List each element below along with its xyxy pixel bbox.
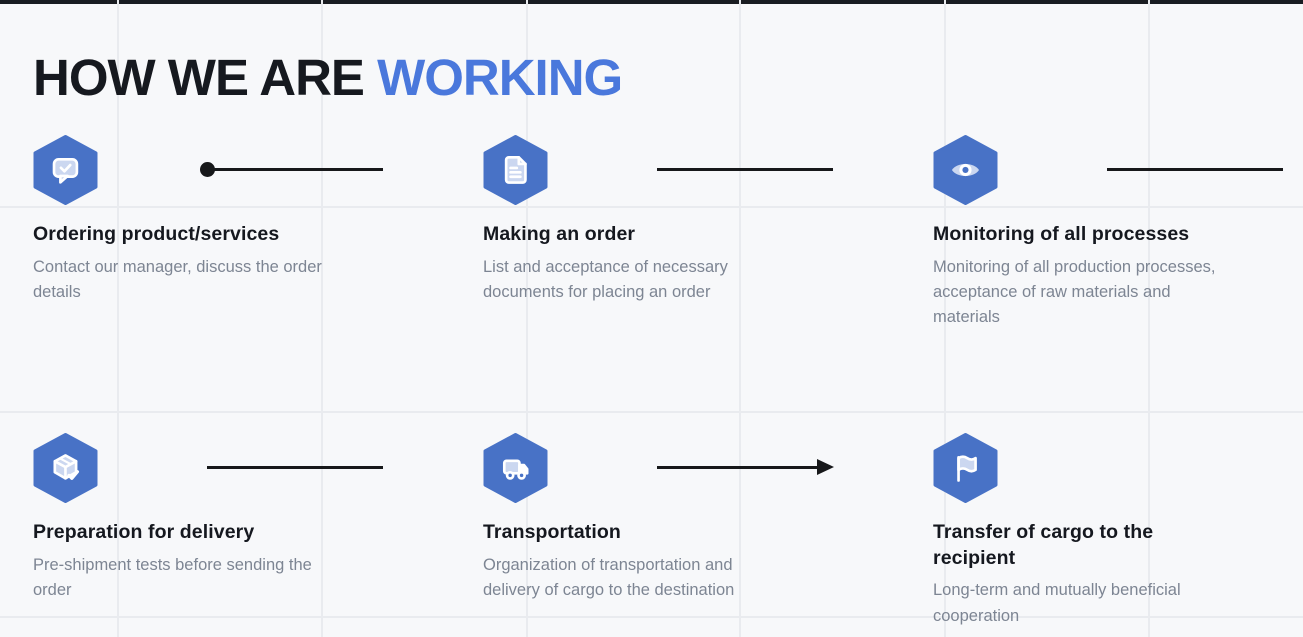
- step-preparation-for-delivery: Preparation for delivery Pre-shipment te…: [33, 433, 405, 603]
- step-ordering-product-services: Ordering product/services Contact our ma…: [33, 135, 405, 305]
- grid-vline: [117, 0, 119, 637]
- grid-vline: [739, 0, 741, 637]
- connector-line: [1107, 168, 1283, 171]
- step-description: Contact our manager, discuss the order d…: [33, 257, 322, 301]
- step-icon-row: [933, 433, 1303, 503]
- grid-vline: [944, 0, 946, 637]
- connector-line: [207, 168, 383, 171]
- step-title: Preparation for delivery: [33, 521, 255, 543]
- connector-line: [657, 466, 819, 469]
- connector-line: [207, 466, 383, 469]
- step-transfer-of-cargo: Transfer of cargo to the recipient Long-…: [933, 433, 1303, 629]
- step-title: Ordering product/services: [33, 223, 280, 245]
- grid-vline: [321, 0, 323, 637]
- step-description: Pre-shipment tests before sending the or…: [33, 555, 312, 599]
- top-divider-bar: [0, 0, 1303, 4]
- package-check-icon: [33, 433, 98, 503]
- connector-line: [657, 168, 833, 171]
- connector-line: [207, 466, 383, 469]
- step-description: Long-term and mutually beneficial cooper…: [933, 581, 1181, 625]
- step-title: Transportation: [483, 521, 621, 543]
- grid-hline: [0, 616, 1303, 618]
- step-icon-row: [933, 135, 1303, 205]
- page-title-dark: HOW WE ARE: [33, 49, 378, 107]
- document-icon: [483, 135, 548, 205]
- step-title: Making an order: [483, 223, 636, 245]
- grid-hline: [0, 206, 1303, 208]
- step-description: Monitoring of all production processes, …: [933, 257, 1216, 326]
- step-description: Organization of transportation and deliv…: [483, 555, 735, 599]
- flag-icon: [933, 433, 998, 503]
- step-title: Transfer of cargo to the recipient: [933, 521, 1154, 569]
- step-making-an-order: Making an order List and acceptance of n…: [483, 135, 855, 305]
- step-description: List and acceptance of necessary documen…: [483, 257, 728, 301]
- connector-line: [1107, 168, 1283, 171]
- step-icon-row: [33, 433, 405, 503]
- grid-vline: [1148, 0, 1150, 637]
- step-icon-row: [33, 135, 405, 205]
- step-transportation: Transportation Organization of transport…: [483, 433, 855, 603]
- eye-icon: [933, 135, 998, 205]
- grid-vline: [526, 0, 528, 637]
- step-icon-row: [483, 135, 855, 205]
- connector-dot-line: [200, 162, 383, 177]
- grid-hline: [0, 411, 1303, 413]
- page-title-accent: WORKING: [377, 49, 623, 107]
- step-monitoring-of-all-processes: Monitoring of all processes Monitoring o…: [933, 135, 1303, 330]
- step-title: Monitoring of all processes: [933, 223, 1190, 245]
- chat-check-icon: [33, 135, 98, 205]
- step-icon-row: [483, 433, 855, 503]
- truck-icon: [483, 433, 548, 503]
- connector-arrow-line: [657, 459, 834, 475]
- page-title: HOW WE ARE WORKING: [33, 49, 623, 107]
- connector-line: [657, 168, 833, 171]
- connector-arrowhead: [817, 459, 834, 475]
